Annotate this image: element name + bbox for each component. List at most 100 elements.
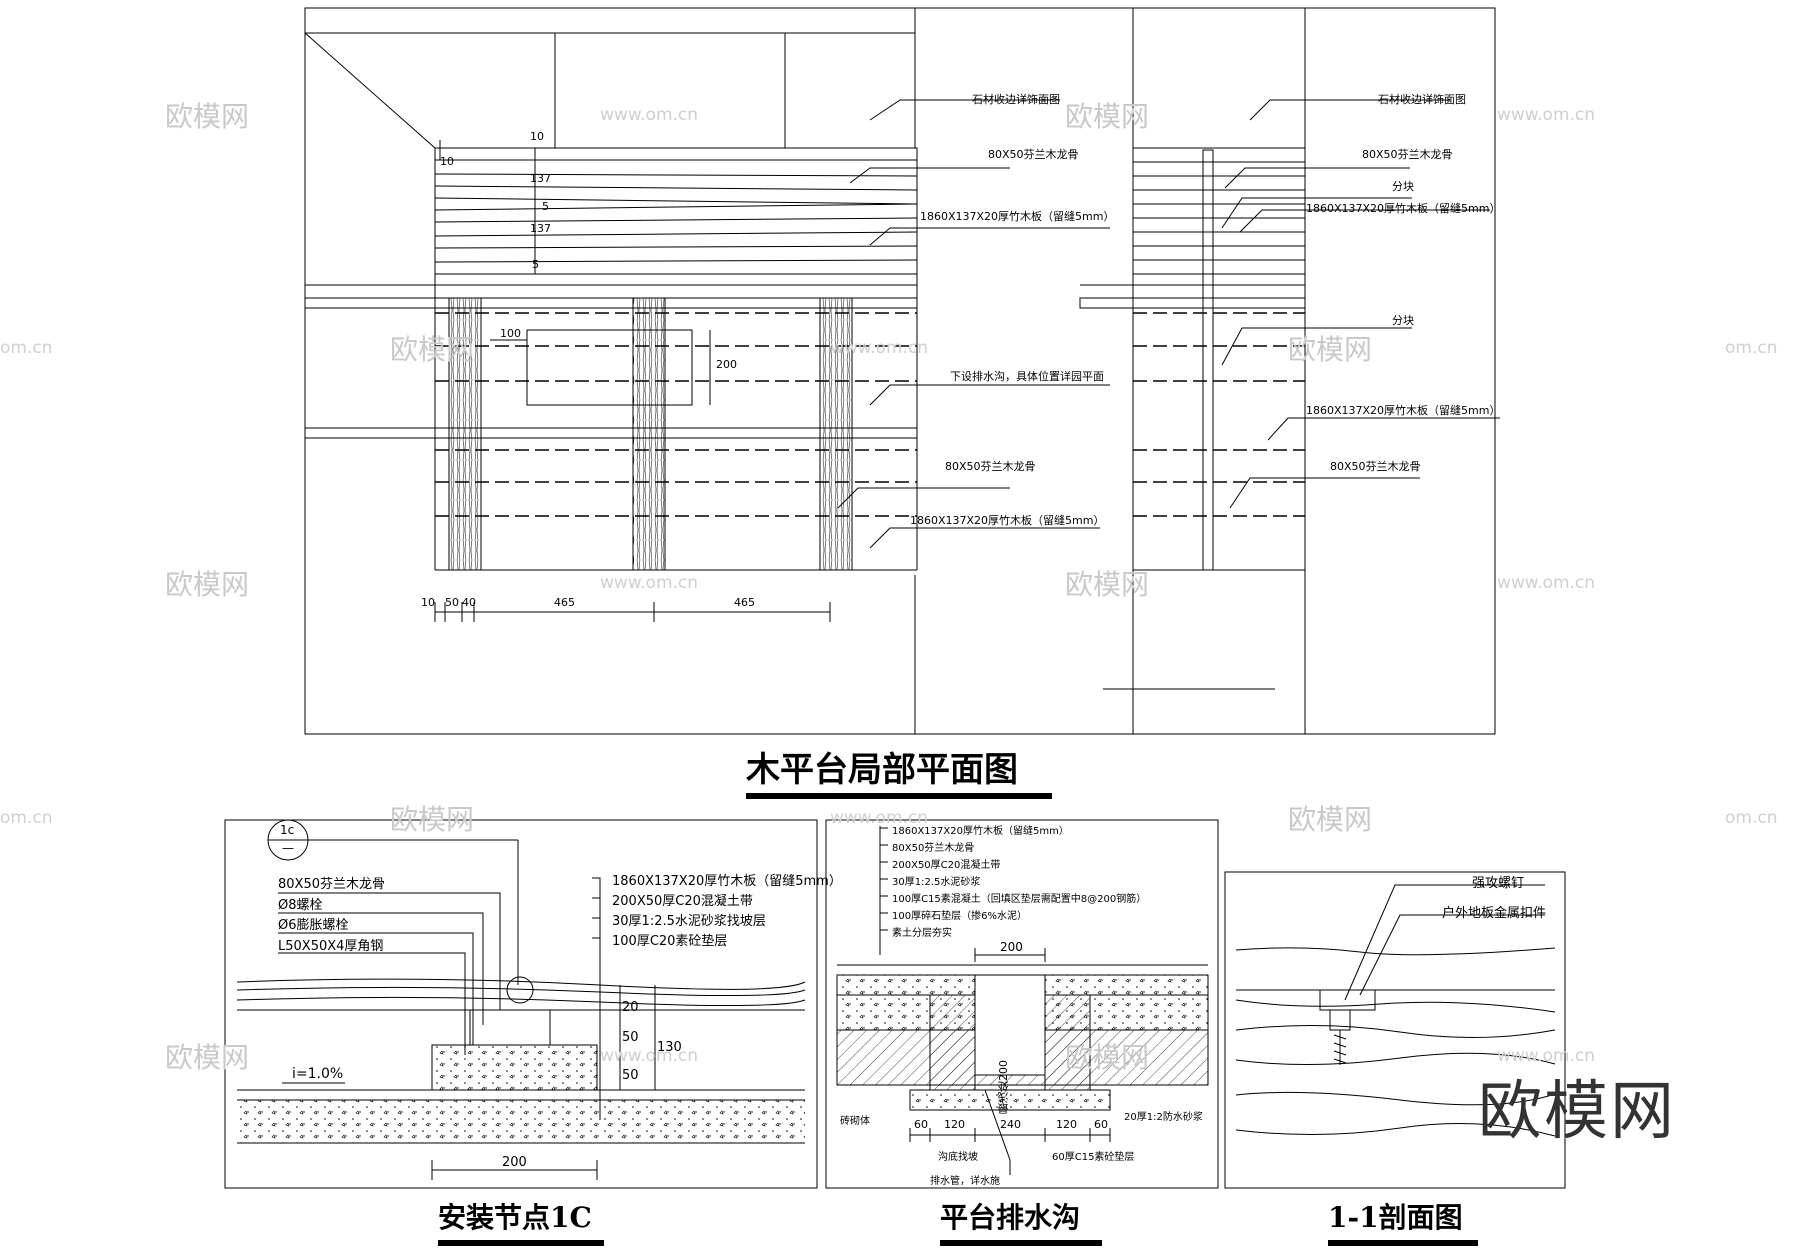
watermark-logo: 欧模网 (165, 100, 250, 133)
drain-note-mortar: 30厚1:2.5水泥砂浆 (892, 877, 981, 888)
title-drain: 平台排水沟 (940, 1201, 1081, 1234)
plan-left-note-board-bottom: 1860X137X20厚竹木板（留缝5mm） (910, 514, 1105, 527)
drain-dim-240: 240 (1000, 1118, 1021, 1131)
drain-dim-120b: 120 (1056, 1118, 1077, 1131)
plan-right-note-split-top: 分块 (1392, 180, 1414, 193)
title-main-underline (746, 793, 1052, 799)
dim-137-b: 137 (530, 222, 551, 235)
watermark-url: om.cn (1725, 338, 1778, 358)
drain-note-c15: 100厚C15素混凝土（回填区垫层需配置中8@200钢筋） (892, 894, 1147, 905)
install-frame (224, 819, 818, 1189)
drain-frame (825, 819, 1219, 1189)
watermark-logo: 欧模网 (1288, 333, 1373, 366)
dim-10-top: 10 (530, 130, 544, 143)
drain-label-brick: 砖砌体 (840, 1116, 870, 1127)
watermark-logo: 欧模网 (165, 1041, 250, 1074)
callout-number: 1c (280, 823, 295, 837)
install-leaders (278, 877, 656, 1180)
plan-right-note-board-top: 1860X137X20厚竹木板（留缝5mm） (1306, 202, 1501, 215)
dim-bottom-50: 50 (445, 596, 459, 609)
section-note-screw: 强攻螺钉 (1472, 876, 1525, 891)
drain-leaders (879, 826, 1011, 1175)
plan-left-dimensions (434, 140, 831, 622)
install-note-bolt: Ø8螺栓 (278, 898, 323, 913)
drain-note-soil: 素土分层夯实 (892, 928, 952, 939)
watermark-logo: 欧模网 (390, 803, 475, 836)
title-section: 1-1剖面图 (1328, 1201, 1463, 1234)
install-dim-20: 20 (622, 1000, 639, 1015)
install-dim-50b: 50 (622, 1068, 639, 1083)
watermark-url: www.om.cn (1497, 573, 1596, 593)
drain-label-pipe: 排水管，详水施 (930, 1176, 1000, 1187)
install-dim-200: 200 (502, 1155, 527, 1170)
install-note-angle-steel: L50X50X4厚角钢 (278, 939, 384, 954)
watermark-url: www.om.cn (1497, 1046, 1596, 1066)
watermark-url: www.om.cn (600, 573, 699, 593)
drain-label-mortar: 20厚1:2防水砂浆 (1124, 1112, 1203, 1123)
drain-label-ditch: 沟底找坡 (938, 1152, 978, 1163)
plan-left-bands (304, 285, 918, 571)
watermark-url: om.cn (1725, 808, 1778, 828)
plan-right (1079, 147, 1306, 571)
install-dim-130: 130 (657, 1040, 682, 1055)
dim-bottom-40: 40 (462, 596, 476, 609)
section-leaders (1344, 884, 1545, 1001)
watermark-url: om.cn (0, 338, 53, 358)
watermark-logo: 欧模网 (1065, 568, 1150, 601)
plan-left-note-board-top: 1860X137X20厚竹木板（留缝5mm） (920, 210, 1115, 223)
watermark-logo: 欧模网 (1065, 100, 1150, 133)
drain-depth-label: 最浅处200 (997, 1060, 1010, 1114)
section-boards (1235, 947, 1556, 1137)
plan-right-note-keel-top: 80X50芬兰木龙骨 (1362, 148, 1453, 161)
dim-200: 200 (716, 358, 737, 371)
install-layers (236, 976, 806, 1144)
plan-left-note-drain: 下设排水沟，具体位置详园平面 (950, 370, 1104, 383)
drain-label-pad: 60厚C15素砼垫层 (1052, 1152, 1135, 1163)
dim-5-a: 5 (542, 200, 549, 213)
watermark-logo: 欧模网 (1065, 1041, 1150, 1074)
plan-left-leaders (837, 99, 1110, 549)
plan-left-note-stone-edge: 石材收边详饰面图 (972, 93, 1060, 106)
title-section-underline (1328, 1240, 1478, 1246)
callout-sheet: — (282, 841, 294, 855)
dim-10-left: 10 (440, 155, 454, 168)
drain-dim-120a: 120 (944, 1118, 965, 1131)
title-install-underline (438, 1240, 604, 1246)
plan-left-dashed (435, 312, 917, 517)
dim-bottom-10: 10 (421, 596, 435, 609)
plan-right-note-split-mid: 分块 (1392, 314, 1414, 327)
plan-left-boards (305, 147, 918, 286)
dim-bottom-465-b: 465 (734, 596, 755, 609)
drain-note-concrete-band: 200X50厚C20混凝土带 (892, 860, 1001, 871)
plan-left-keels (448, 297, 853, 571)
install-note-cushion: 100厚C20素砼垫层 (612, 934, 728, 949)
plan-right-note-keel-bottom: 80X50芬兰木龙骨 (1330, 460, 1421, 473)
plan-right-leaders (1221, 99, 1500, 509)
plan-right-note-stone-edge: 石材收边详饰面图 (1378, 93, 1466, 106)
watermark-logo: 欧模网 (165, 568, 250, 601)
watermark-url: om.cn (0, 808, 53, 828)
watermark-logo: 欧模网 (390, 333, 475, 366)
install-note-board: 1860X137X20厚竹木板（留缝5mm） (612, 874, 842, 889)
watermark-url: www.om.cn (830, 808, 929, 828)
plan-left-note-keel-bottom: 80X50芬兰木龙骨 (945, 460, 1036, 473)
drain-note-gravel: 100厚碎石垫层（掺6%水泥） (892, 911, 1027, 922)
brand-logo: 欧模网 (1478, 1075, 1676, 1149)
watermark-url: www.om.cn (830, 338, 929, 358)
plan-right-dashed (1133, 312, 1305, 517)
install-note-mortar: 30厚1:2.5水泥砂浆找坡层 (612, 914, 766, 929)
install-note-concrete-band: 200X50厚C20混凝土带 (612, 894, 753, 909)
section-note-clip: 户外地板金属扣件 (1442, 906, 1547, 921)
plan-right-note-board-mid: 1860X137X20厚竹木板（留缝5mm） (1306, 404, 1501, 417)
title-main: 木平台局部平面图 (746, 750, 1018, 790)
watermark-url: www.om.cn (600, 1046, 699, 1066)
install-slope: i=1.0% (292, 1066, 344, 1082)
install-dim-50a: 50 (622, 1030, 639, 1045)
watermark-logo: 欧模网 (1288, 803, 1373, 836)
plan-left-note-keel-top: 80X50芬兰木龙骨 (988, 148, 1079, 161)
title-drain-underline (940, 1240, 1102, 1246)
section-frame (1224, 871, 1566, 1189)
drain-note-board: 1860X137X20厚竹木板（留缝5mm） (892, 826, 1069, 837)
title-install: 安装节点1C (438, 1201, 592, 1234)
